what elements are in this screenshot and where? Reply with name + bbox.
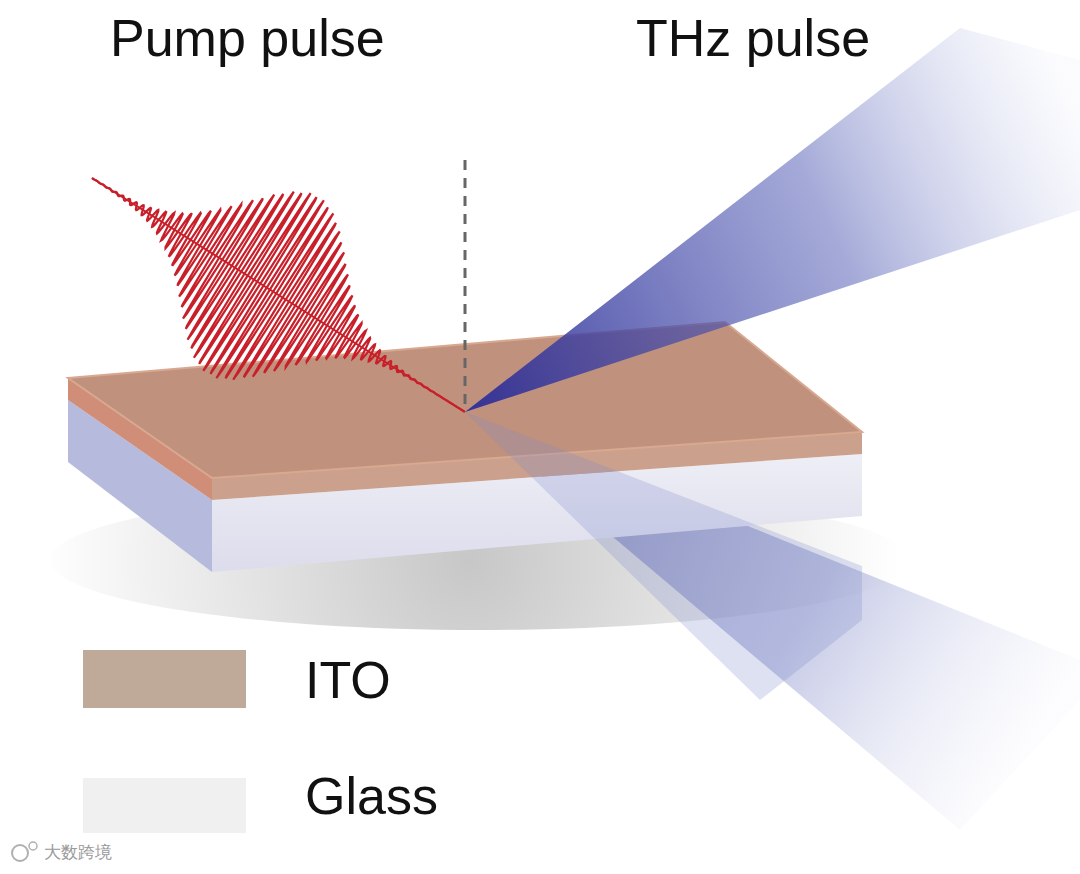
watermark: 大数跨境 — [44, 844, 112, 861]
pump-beam-line — [92, 178, 465, 412]
legend-text: Glass — [305, 770, 438, 822]
watermark-icon — [12, 845, 28, 861]
pump-label: Pump pulse — [110, 12, 385, 64]
transmitted-thz-overlay — [465, 412, 862, 700]
thz-label: THz pulse — [636, 12, 870, 64]
legend-text: ITO — [305, 654, 391, 706]
reflected-thz-beam — [465, 28, 1080, 412]
pump-wave-packet — [92, 178, 465, 412]
legend-swatch — [83, 778, 246, 833]
legend-swatch — [83, 650, 246, 708]
surface-normal — [464, 160, 467, 410]
watermark-icon — [29, 842, 37, 850]
